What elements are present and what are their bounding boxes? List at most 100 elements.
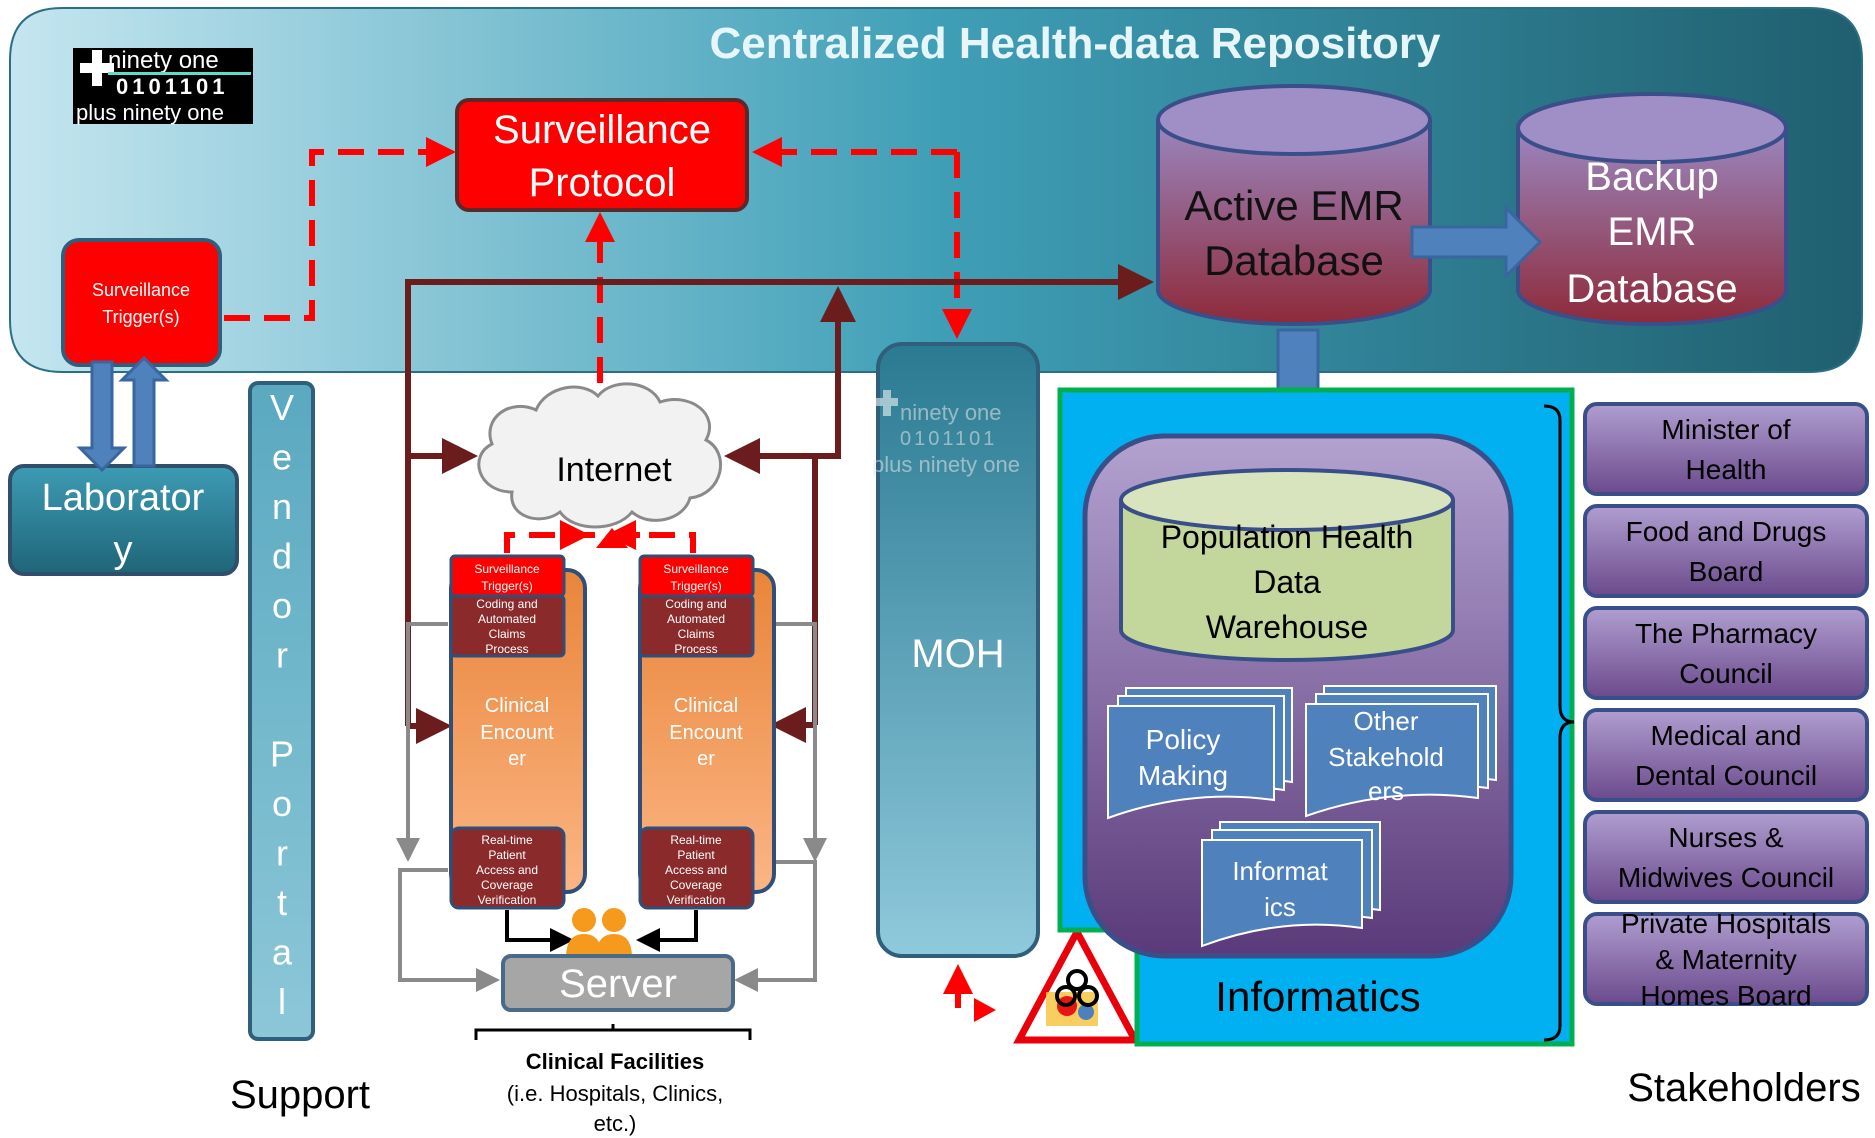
stakeholder-label: The Pharmacy: [1635, 618, 1817, 649]
other-stake-line1: Other: [1353, 706, 1418, 736]
support-label: Support: [230, 1073, 370, 1117]
server-links: [396, 622, 827, 992]
enc-left-rt-2: Patient: [488, 848, 526, 862]
watermark-logo: ninety one 0101101 plus ninety one: [872, 390, 1020, 477]
laboratory-line2: y: [114, 529, 133, 571]
vendor-portal-letter: P: [270, 734, 294, 775]
other-stake-line2: Stakehold: [1328, 742, 1444, 772]
policy-line1: Policy: [1146, 724, 1221, 755]
stakeholder-label: Midwives Council: [1618, 862, 1834, 893]
clinical-facilities-sub1: (i.e. Hospitals, Clinics,: [507, 1081, 723, 1106]
internet-cloud: Internet: [477, 382, 722, 529]
surveillance-trigger-line2: Trigger(s): [102, 307, 179, 327]
moh-bar: MOH: [876, 342, 1040, 958]
vendor-portal-letter: r: [276, 833, 288, 874]
enc-right-rt-4: Coverage: [670, 878, 722, 892]
lab-down-arrow: [76, 360, 128, 473]
stakeholder-label: Private Hospitals: [1621, 908, 1831, 939]
enc-right-coding-3: Claims: [678, 627, 715, 641]
stakeholder-label: Medical and: [1651, 720, 1802, 751]
enc-left-rt-1: Real-time: [481, 833, 533, 847]
server-box: Server: [501, 954, 735, 1012]
stakeholder-box: [1583, 606, 1869, 700]
vendor-portal-letter: l: [278, 981, 286, 1022]
stakeholder-box: [1583, 708, 1869, 802]
other-stakeholders-docs: Other Stakehold ers: [1305, 685, 1497, 818]
stakeholder-item: Nurses & Midwives Council: [1583, 810, 1869, 904]
backup-emr-line1: Backup: [1585, 155, 1718, 199]
active-emr-line2: Database: [1204, 237, 1384, 284]
enc-left-coding-1: Coding and: [476, 597, 537, 611]
encounter-to-server-arrows: [505, 910, 698, 952]
stakeholder-label: Health: [1686, 454, 1767, 485]
stakeholder-label: Homes Board: [1640, 980, 1811, 1011]
surveillance-flows: [224, 137, 972, 553]
brand-logo: ninety one 0101101 plus ninety one: [73, 47, 253, 125]
laboratory-line1: Laborator: [42, 477, 205, 519]
clinical-facilities-title: Clinical Facilities: [526, 1049, 705, 1074]
vendor-portal-letter: d: [272, 536, 292, 577]
backup-emr-line2: EMR: [1608, 210, 1697, 254]
logo-line3: plus ninety one: [76, 100, 224, 125]
vendor-portal-letter: o: [272, 783, 292, 824]
stakeholder-label: Food and Drugs: [1626, 516, 1827, 547]
population-health-warehouse: Population Health Data Warehouse: [1119, 468, 1455, 662]
enc-left-rt-4: Coverage: [481, 878, 533, 892]
enc-right-clinical-3: er: [697, 748, 715, 770]
enc-right-clinical-2: Encount: [669, 722, 743, 744]
vendor-portal-letter: a: [272, 932, 293, 973]
server-label: Server: [559, 962, 677, 1006]
enc-right-rt-5: Verification: [667, 893, 726, 907]
internet-label: Internet: [556, 451, 672, 489]
warehouse-line3: Warehouse: [1206, 609, 1368, 645]
stakeholder-box: [1583, 504, 1869, 598]
stakeholder-label: Dental Council: [1635, 760, 1817, 791]
surveillance-protocol-box: Surveillance Protocol: [455, 98, 749, 212]
enc-right-rt-1: Real-time: [670, 833, 722, 847]
stakeholder-label: & Maternity: [1655, 944, 1797, 975]
active-emr-database: Active EMR Database: [1156, 84, 1432, 326]
enc-right-coding-2: Automated: [667, 612, 725, 626]
stakeholder-label: Nurses &: [1668, 822, 1783, 853]
policy-line2: Making: [1138, 760, 1228, 791]
enc-left-rt-3: Access and: [476, 863, 538, 877]
logo-line2: 0101101: [116, 74, 228, 99]
enc-left-coding-2: Automated: [478, 612, 536, 626]
moh-label: MOH: [911, 632, 1004, 676]
repository-title: Centralized Health-data Repository: [709, 19, 1441, 68]
facilities-brace: [474, 1024, 752, 1040]
clinical-facilities-sub2: etc.): [594, 1111, 637, 1136]
warehouse-line2: Data: [1253, 564, 1321, 600]
enc-right-rt-2: Patient: [677, 848, 715, 862]
stakeholder-box: [1583, 912, 1869, 1006]
clinical-encounter-right: Surveillance Trigger(s) Coding and Autom…: [638, 554, 776, 910]
surveillance-protocol-line2: Protocol: [529, 161, 676, 205]
enc-right-trigger-2: Trigger(s): [670, 579, 722, 593]
stakeholder-label: Minister of: [1661, 414, 1790, 445]
surveillance-trigger-box: Surveillance Trigger(s): [61, 238, 222, 367]
active-emr-line1: Active EMR: [1184, 182, 1403, 229]
clinical-encounter-left: Surveillance Trigger(s) Coding and Autom…: [449, 554, 587, 910]
stakeholder-label: Board: [1689, 556, 1764, 587]
stakeholder-item: Minister of Health: [1583, 402, 1869, 496]
informatics-label: Informatics: [1215, 973, 1420, 1020]
enc-left-trigger-1: Surveillance: [474, 562, 540, 576]
other-stake-line3: ers: [1368, 776, 1404, 806]
vendor-portal-letter: r: [276, 635, 288, 676]
enc-left-rt-5: Verification: [478, 893, 537, 907]
informatics-doc-line1: Informat: [1232, 856, 1328, 886]
enc-right-coding-4: Process: [674, 642, 717, 656]
lab-up-arrow: [118, 355, 170, 468]
warehouse-line1: Population Health: [1161, 519, 1414, 555]
enc-right-coding-1: Coding and: [665, 597, 726, 611]
logo-line1: ninety one: [108, 47, 219, 74]
biohazard-warning-icon: [1013, 924, 1141, 1044]
vendor-portal-letter: e: [272, 437, 292, 478]
enc-left-coding-4: Process: [485, 642, 528, 656]
